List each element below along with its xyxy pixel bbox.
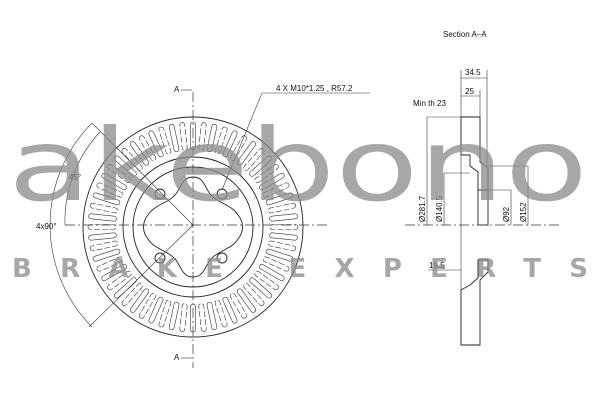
vent-slot (269, 232, 298, 241)
vent-slot (249, 155, 272, 177)
disc-section-view: Section A–A 34.5 25 Min th 23 Ø281.7 Ø14… (405, 30, 560, 346)
vent-slot (229, 293, 248, 319)
vent-slot (138, 293, 157, 319)
vent-slot (129, 288, 150, 313)
vent-slot (249, 277, 272, 299)
vent-slot (89, 202, 119, 214)
vent-slot (198, 122, 207, 151)
vent-slot (138, 135, 157, 161)
dim-hat-inner-diameter: Ø140.5 (435, 195, 444, 222)
angle-line (91, 122, 194, 226)
vent-slot (259, 263, 285, 282)
bolt-hole (216, 252, 228, 264)
min-thickness-label: Min th 23 (413, 99, 446, 108)
dim-center-bore: Ø92 (502, 206, 511, 222)
vent-slot (121, 283, 143, 306)
bolt-spec-leader (221, 92, 370, 191)
vent-slot (267, 240, 297, 252)
dim-hat-diameter: Ø152 (519, 202, 528, 222)
vent-slot (121, 148, 143, 171)
dim-34-5: 34.5 (465, 68, 481, 77)
vent-slot (92, 248, 121, 262)
dim-offset: 19.5 (429, 261, 445, 270)
angle-45-arc (64, 131, 101, 226)
vent-slot (198, 303, 207, 332)
vent-slot (236, 141, 257, 166)
vent-slot (254, 270, 279, 291)
vent-slot (107, 163, 132, 184)
vent-slot (269, 213, 298, 222)
vent-slot (265, 192, 294, 206)
vent-slot (114, 155, 137, 177)
watermark-tagline: BRAKE EXPERTS (12, 254, 588, 284)
disc-front-view: 45° 4x90° A A 4 X M10*1.25 , R57.2 (36, 84, 370, 368)
vent-slot (89, 240, 119, 252)
vent-slot (243, 283, 265, 306)
section-marker-bottom: A (174, 353, 180, 362)
section-lower (460, 259, 489, 346)
vent-slot (88, 213, 117, 222)
angle-line (88, 224, 194, 328)
vent-slot (222, 130, 238, 158)
dim-25: 25 (465, 87, 474, 96)
vent-slot (92, 192, 121, 206)
vent-slot (158, 299, 172, 328)
vent-slot (107, 270, 132, 291)
vent-slot (243, 148, 265, 171)
watermark-brand: akebono (8, 107, 588, 224)
angle-90-arc (49, 122, 93, 328)
vent-slot (222, 296, 238, 324)
vent-slot (179, 303, 188, 332)
section-marker-top: A (174, 85, 180, 94)
vent-slot (148, 130, 164, 158)
vent-slot (229, 135, 248, 161)
bolt-spec-label: 4 X M10*1.25 , R57.2 (276, 84, 353, 93)
section-title: Section A–A (443, 30, 487, 39)
vent-slot (168, 123, 180, 153)
vent-slot (101, 263, 127, 282)
angle-4x90-label: 4x90° (36, 222, 57, 231)
vent-slot (88, 232, 117, 241)
vent-slot (214, 126, 228, 155)
vent-slot (96, 256, 124, 272)
vent-slot (101, 172, 127, 191)
dim-outer-diameter: Ø281.7 (418, 195, 427, 222)
bolt-hole (154, 252, 166, 264)
vent-slot (214, 299, 228, 328)
vent-slot (206, 123, 218, 153)
vent-slot (148, 296, 164, 324)
vent-slot (179, 122, 188, 151)
vent-slot (129, 141, 150, 166)
akebono-watermark: akebono BRAKE EXPERTS (8, 107, 588, 284)
vent-slot (262, 182, 290, 198)
vent-slot (158, 126, 172, 155)
angle-45-label: 45° (69, 173, 81, 182)
vent-slot (206, 301, 218, 331)
vent-slot (267, 202, 297, 214)
bolt-hole (216, 188, 228, 200)
bolt-hole (154, 188, 166, 200)
vent-slot (259, 172, 285, 191)
vent-slot (262, 256, 290, 272)
vent-slot (265, 248, 294, 262)
vent-slot (254, 163, 279, 184)
vent-slot (87, 224, 117, 230)
vent-slot (269, 224, 299, 230)
vent-slot (236, 288, 257, 313)
vent-slot (168, 301, 180, 331)
vent-slot (96, 182, 124, 198)
